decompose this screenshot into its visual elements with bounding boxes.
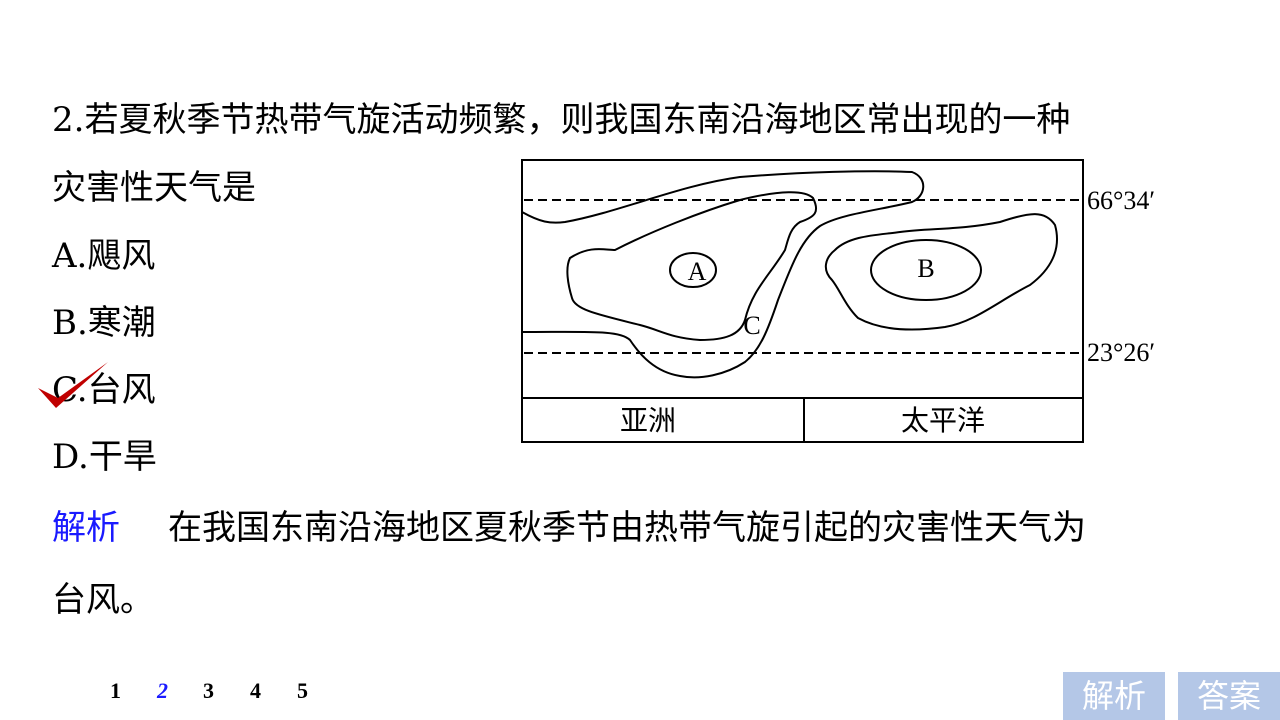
analysis-label: 解析: [52, 508, 120, 548]
contour-b-outer: [824, 213, 1058, 331]
contour-b-inner: [870, 239, 982, 301]
analysis-text-cont: 台风。: [52, 580, 154, 620]
contour-middle: [566, 191, 818, 342]
latitude-23: 23°26′: [1087, 338, 1155, 367]
label-a: A: [688, 257, 707, 286]
option-b[interactable]: B.寒潮: [52, 303, 156, 343]
contour-outer: [521, 170, 925, 379]
region-asia: 亚洲: [620, 404, 676, 437]
region-pacific: 太平洋: [901, 404, 985, 437]
label-b: B: [917, 254, 934, 283]
page-4[interactable]: 4: [250, 678, 261, 703]
option-d[interactable]: D.干旱: [52, 437, 157, 477]
page-3[interactable]: 3: [203, 678, 214, 703]
label-c: C: [743, 311, 760, 340]
question-text: 2.若夏秋季节热带气旋活动频繁，则我国东南沿海地区常出现的一种: [52, 100, 1071, 140]
question-text-cont: 灾害性天气是: [52, 168, 256, 208]
page-2-current[interactable]: 2: [157, 678, 168, 703]
latitude-66: 66°34′: [1087, 186, 1155, 215]
contour-a: [669, 252, 717, 288]
page-5[interactable]: 5: [297, 678, 308, 703]
map-frame: [521, 159, 1084, 443]
answer-button[interactable]: 答案: [1178, 672, 1280, 720]
analysis-text: 在我国东南沿海地区夏秋季节由热带气旋引起的灾害性天气为: [168, 508, 1086, 548]
option-a[interactable]: A.飓风: [52, 236, 156, 276]
analysis-button[interactable]: 解析: [1063, 672, 1165, 720]
page-1[interactable]: 1: [110, 678, 121, 703]
